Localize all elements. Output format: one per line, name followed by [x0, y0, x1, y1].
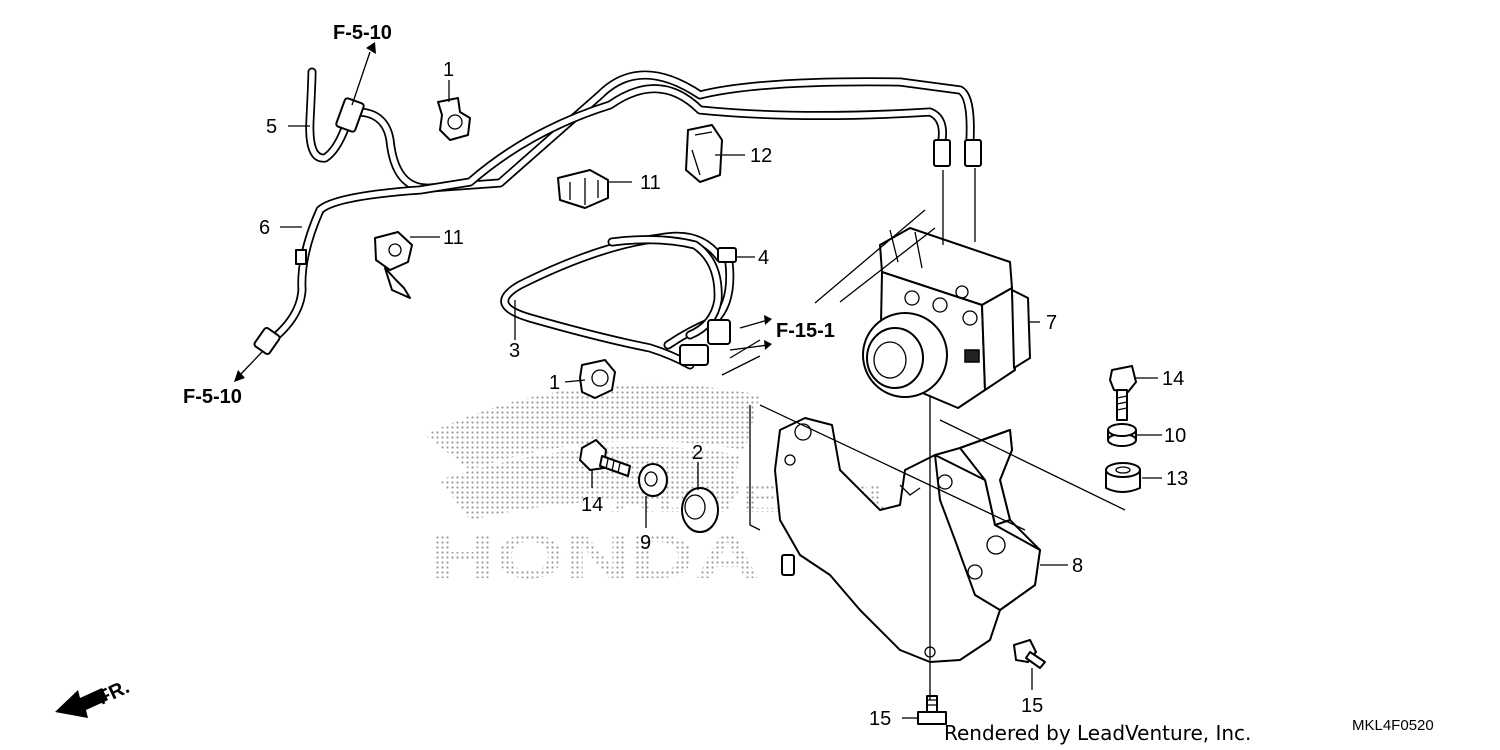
ref-f-5-10-bottom: F-5-10	[183, 386, 242, 408]
callout-5: 5	[266, 116, 277, 138]
callout-8: 8	[1072, 555, 1083, 577]
diagram-code: MKL4F0520	[1352, 717, 1434, 734]
abs-modulator-7	[862, 227, 1031, 409]
bolt-14-right	[1109, 365, 1137, 421]
leader-lines	[280, 80, 1162, 719]
ref-f-5-10-top: F-5-10	[333, 22, 392, 44]
callout-4: 4	[758, 247, 769, 269]
ref-arrows	[234, 42, 772, 382]
clamp-1-top	[437, 97, 471, 141]
grommet-13	[1105, 462, 1141, 493]
bolt-14-left	[579, 439, 631, 477]
pipe-fittings	[253, 139, 982, 355]
callout-2: 2	[692, 442, 703, 464]
collar-10	[1107, 423, 1137, 447]
callout-15-right: 15	[1021, 695, 1043, 717]
honda-watermark: HONDA ADVENTURE	[425, 383, 1000, 592]
callout-10: 10	[1164, 425, 1186, 447]
direction-label: FR.	[94, 676, 132, 710]
bolt-15-right	[1013, 639, 1046, 669]
collar-9	[638, 463, 668, 497]
brake-hose-5	[305, 67, 365, 163]
callout-14-left: 14	[581, 494, 603, 516]
callout-13: 13	[1166, 468, 1188, 490]
watermark-brand: HONDA	[430, 523, 760, 592]
front-direction-arrow-icon	[55, 688, 108, 718]
bracket-8	[774, 417, 1041, 663]
callout-6: 6	[259, 217, 270, 239]
callout-1-top: 1	[443, 59, 454, 81]
callout-11-top: 11	[640, 172, 661, 194]
callout-14-right: 14	[1162, 368, 1184, 390]
callout-1-mid: 1	[549, 372, 560, 394]
clip-11-mid	[374, 231, 413, 299]
render-credit: Rendered by LeadVenture, Inc.	[944, 721, 1251, 745]
callout-12: 12	[750, 145, 772, 167]
brake-pipes	[260, 70, 975, 370]
clip-12	[685, 124, 723, 183]
clip-11-top	[557, 169, 609, 209]
ref-f-15-1: F-15-1	[776, 320, 835, 342]
grommet-2	[681, 487, 719, 533]
callout-3: 3	[509, 340, 520, 362]
callout-9: 9	[640, 532, 651, 554]
callout-7: 7	[1046, 312, 1057, 334]
callout-15-bottom: 15	[869, 708, 891, 730]
bolt-15-bottom	[917, 695, 947, 725]
joint-4	[679, 247, 737, 366]
callout-11-mid: 11	[443, 227, 464, 249]
